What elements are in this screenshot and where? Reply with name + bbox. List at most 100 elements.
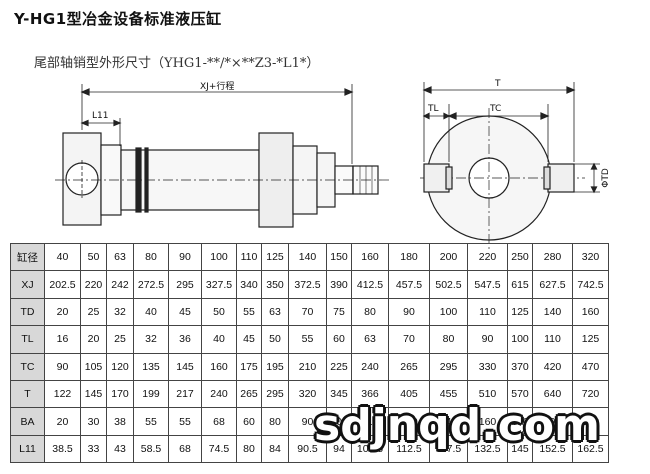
table-cell: 55: [288, 325, 327, 354]
table-cell: 40: [133, 297, 169, 327]
table-cell: 547.5: [467, 270, 508, 299]
row-header-cell: T: [10, 379, 45, 409]
table-cell: 90: [388, 297, 430, 327]
drawing-subtitle: 尾部轴销型外形尺寸（YHG1-**/*×**Z3-*L1*）: [34, 56, 320, 71]
row-header-cell: TD: [10, 297, 45, 327]
table-cell: 60: [326, 325, 352, 354]
table-cell: 55: [236, 297, 262, 327]
table-cell: 68: [201, 407, 237, 436]
table-cell: 90: [168, 242, 202, 272]
table-cell: 199: [133, 379, 169, 409]
row-header-cell: L11: [10, 434, 45, 464]
table-cell: 162.5: [572, 434, 609, 464]
table-cell: 202.5: [44, 270, 81, 299]
table-cell: 80: [261, 407, 289, 436]
table-cell: 160: [351, 242, 389, 272]
table-cell: 50: [80, 242, 107, 272]
table-cell: 742.5: [572, 270, 609, 299]
l11-label: L11: [92, 111, 108, 121]
table-cell: 63: [106, 242, 134, 272]
table-cell: 265: [388, 352, 430, 381]
table-cell: 125: [572, 325, 609, 354]
table-cell: 265: [236, 379, 262, 409]
row-header-cell: BA: [10, 407, 45, 436]
table-cell: 502.5: [429, 270, 468, 299]
table-cell: 120: [388, 407, 430, 436]
row-header-cell: TL: [10, 325, 45, 354]
trunnion-left: [423, 163, 450, 193]
table-cell: 100: [507, 325, 533, 354]
watermark: sdjnqd.com: [314, 400, 600, 451]
table-cell: 50: [261, 325, 289, 354]
table-cell: 40: [44, 242, 81, 272]
table-cell: 110: [351, 407, 389, 436]
table-cell: 55: [168, 407, 202, 436]
table-cell: 135: [133, 352, 169, 381]
table-cell: 145: [168, 352, 202, 381]
table-cell: 570: [507, 379, 533, 409]
table-cell: 195: [261, 352, 289, 381]
table-cell: 105: [80, 352, 107, 381]
row-header-cell: TC: [10, 352, 45, 381]
table-cell: 25: [106, 325, 134, 354]
table-cell: 366: [351, 379, 389, 409]
table-cell: 210: [288, 352, 327, 381]
table-cell: 140: [532, 297, 573, 327]
table-cell: 84: [261, 434, 289, 464]
table-cell: 20: [44, 407, 81, 436]
table-cell: 20: [44, 297, 81, 327]
table-cell: 372.5: [288, 270, 327, 299]
table-cell: 94: [326, 434, 352, 464]
table-cell: 20: [80, 325, 107, 354]
trunnion-right: [547, 163, 575, 193]
table-cell: 217: [168, 379, 202, 409]
table-cell: 33: [80, 434, 107, 464]
table-cell: 100: [429, 297, 468, 327]
xj-label: XJ+行程: [200, 80, 234, 92]
table-cell: 45: [168, 297, 202, 327]
table-cell: 720: [572, 379, 609, 409]
table-cell: 117.5: [429, 434, 468, 464]
table-cell: 412.5: [351, 270, 389, 299]
table-cell: 70: [388, 325, 430, 354]
table-cell: 110: [236, 242, 262, 272]
table-cell: 90: [44, 352, 81, 381]
table-cell: 110: [467, 297, 508, 327]
tl-label: TL: [427, 104, 439, 114]
table-cell: 80: [236, 434, 262, 464]
table-cell: 36: [168, 325, 202, 354]
table-cell: 220: [467, 242, 508, 272]
table-cell: 90.5: [288, 434, 327, 464]
row-header-cell: XJ: [10, 270, 45, 299]
table-cell: 420: [532, 352, 573, 381]
table-cell: 320: [572, 242, 609, 272]
table-cell: 330: [467, 352, 508, 381]
table-cell: 250: [507, 242, 533, 272]
table-cell: 90: [467, 325, 508, 354]
table-cell: 75: [326, 297, 352, 327]
table-cell: 180: [388, 242, 430, 272]
table-cell: 240: [201, 379, 237, 409]
table-cell: 242: [106, 270, 134, 299]
table-cell: 32: [133, 325, 169, 354]
table-cell: 640: [532, 379, 573, 409]
table-cell: 38.5: [44, 434, 81, 464]
table-cell: 43: [106, 434, 134, 464]
td-label: ΦTD: [601, 168, 611, 188]
table-cell: 615: [507, 270, 533, 299]
page-title: Y-HG1型冶金设备标准液压缸: [14, 10, 222, 28]
table-cell: 200: [429, 242, 468, 272]
table-cell: 32: [106, 297, 134, 327]
table-cell: 175: [236, 352, 262, 381]
table-cell: 627.5: [532, 270, 573, 299]
table-cell: 370: [507, 352, 533, 381]
table-cell: 170: [106, 379, 134, 409]
table-cell: 45: [236, 325, 262, 354]
table-cell: 74.5: [201, 434, 237, 464]
row-header-cell: 缸径: [10, 242, 45, 272]
t-label: T: [494, 79, 501, 89]
